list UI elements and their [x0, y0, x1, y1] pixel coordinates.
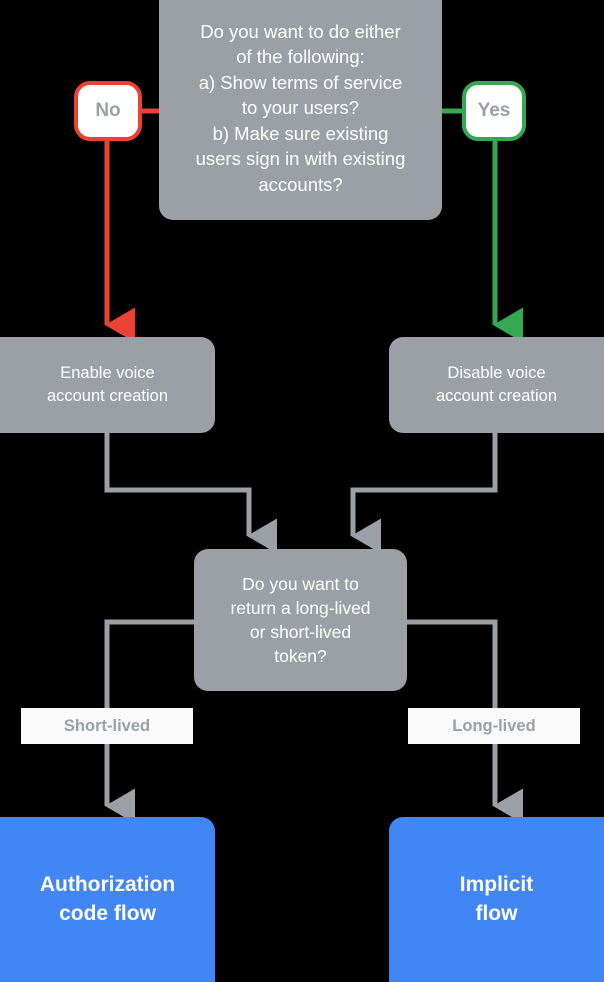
implicit-box-text: Implicit flow	[459, 872, 534, 925]
action-node-enable-voice-account-creation[interactable]: Enable voice account creation	[0, 337, 215, 433]
outcome-node-implicit-flow[interactable]: Implicit flow	[389, 817, 604, 982]
enable-box-text: Enable voice account creation	[46, 364, 169, 405]
edge-enable-to-decision-two	[104, 433, 277, 554]
branch-pill-no-label: No	[95, 100, 121, 121]
edge-label-short-lived: Short-lived	[21, 708, 193, 744]
edge-label-short-lived-text: Short-lived	[63, 716, 151, 735]
edge-label-long-lived: Long-lived	[408, 708, 580, 744]
branch-pill-yes-label: Yes	[477, 100, 511, 121]
decision-node-terms-or-existing-accounts[interactable]: Do you want to do either of the followin…	[159, 0, 442, 220]
branch-pill-no[interactable]: No	[74, 81, 142, 141]
disable-box-text: Disable voice account creation	[435, 364, 558, 405]
edge-label-long-lived-text: Long-lived	[452, 716, 536, 735]
edge-disable-to-decision-two	[350, 433, 498, 554]
decision-node-token-lifetime[interactable]: Do you want to return a long-lived or sh…	[194, 549, 407, 691]
outcome-node-authorization-code-flow[interactable]: Authorization code flow	[0, 817, 215, 982]
auth-box-text: Authorization code flow	[39, 872, 176, 925]
decision-one-text: Do you want to do either of the followin…	[195, 20, 406, 195]
action-node-disable-voice-account-creation[interactable]: Disable voice account creation	[389, 337, 604, 433]
decision-two-text: Do you want to return a long-lived or sh…	[230, 573, 371, 667]
branch-pill-yes[interactable]: Yes	[462, 81, 526, 141]
